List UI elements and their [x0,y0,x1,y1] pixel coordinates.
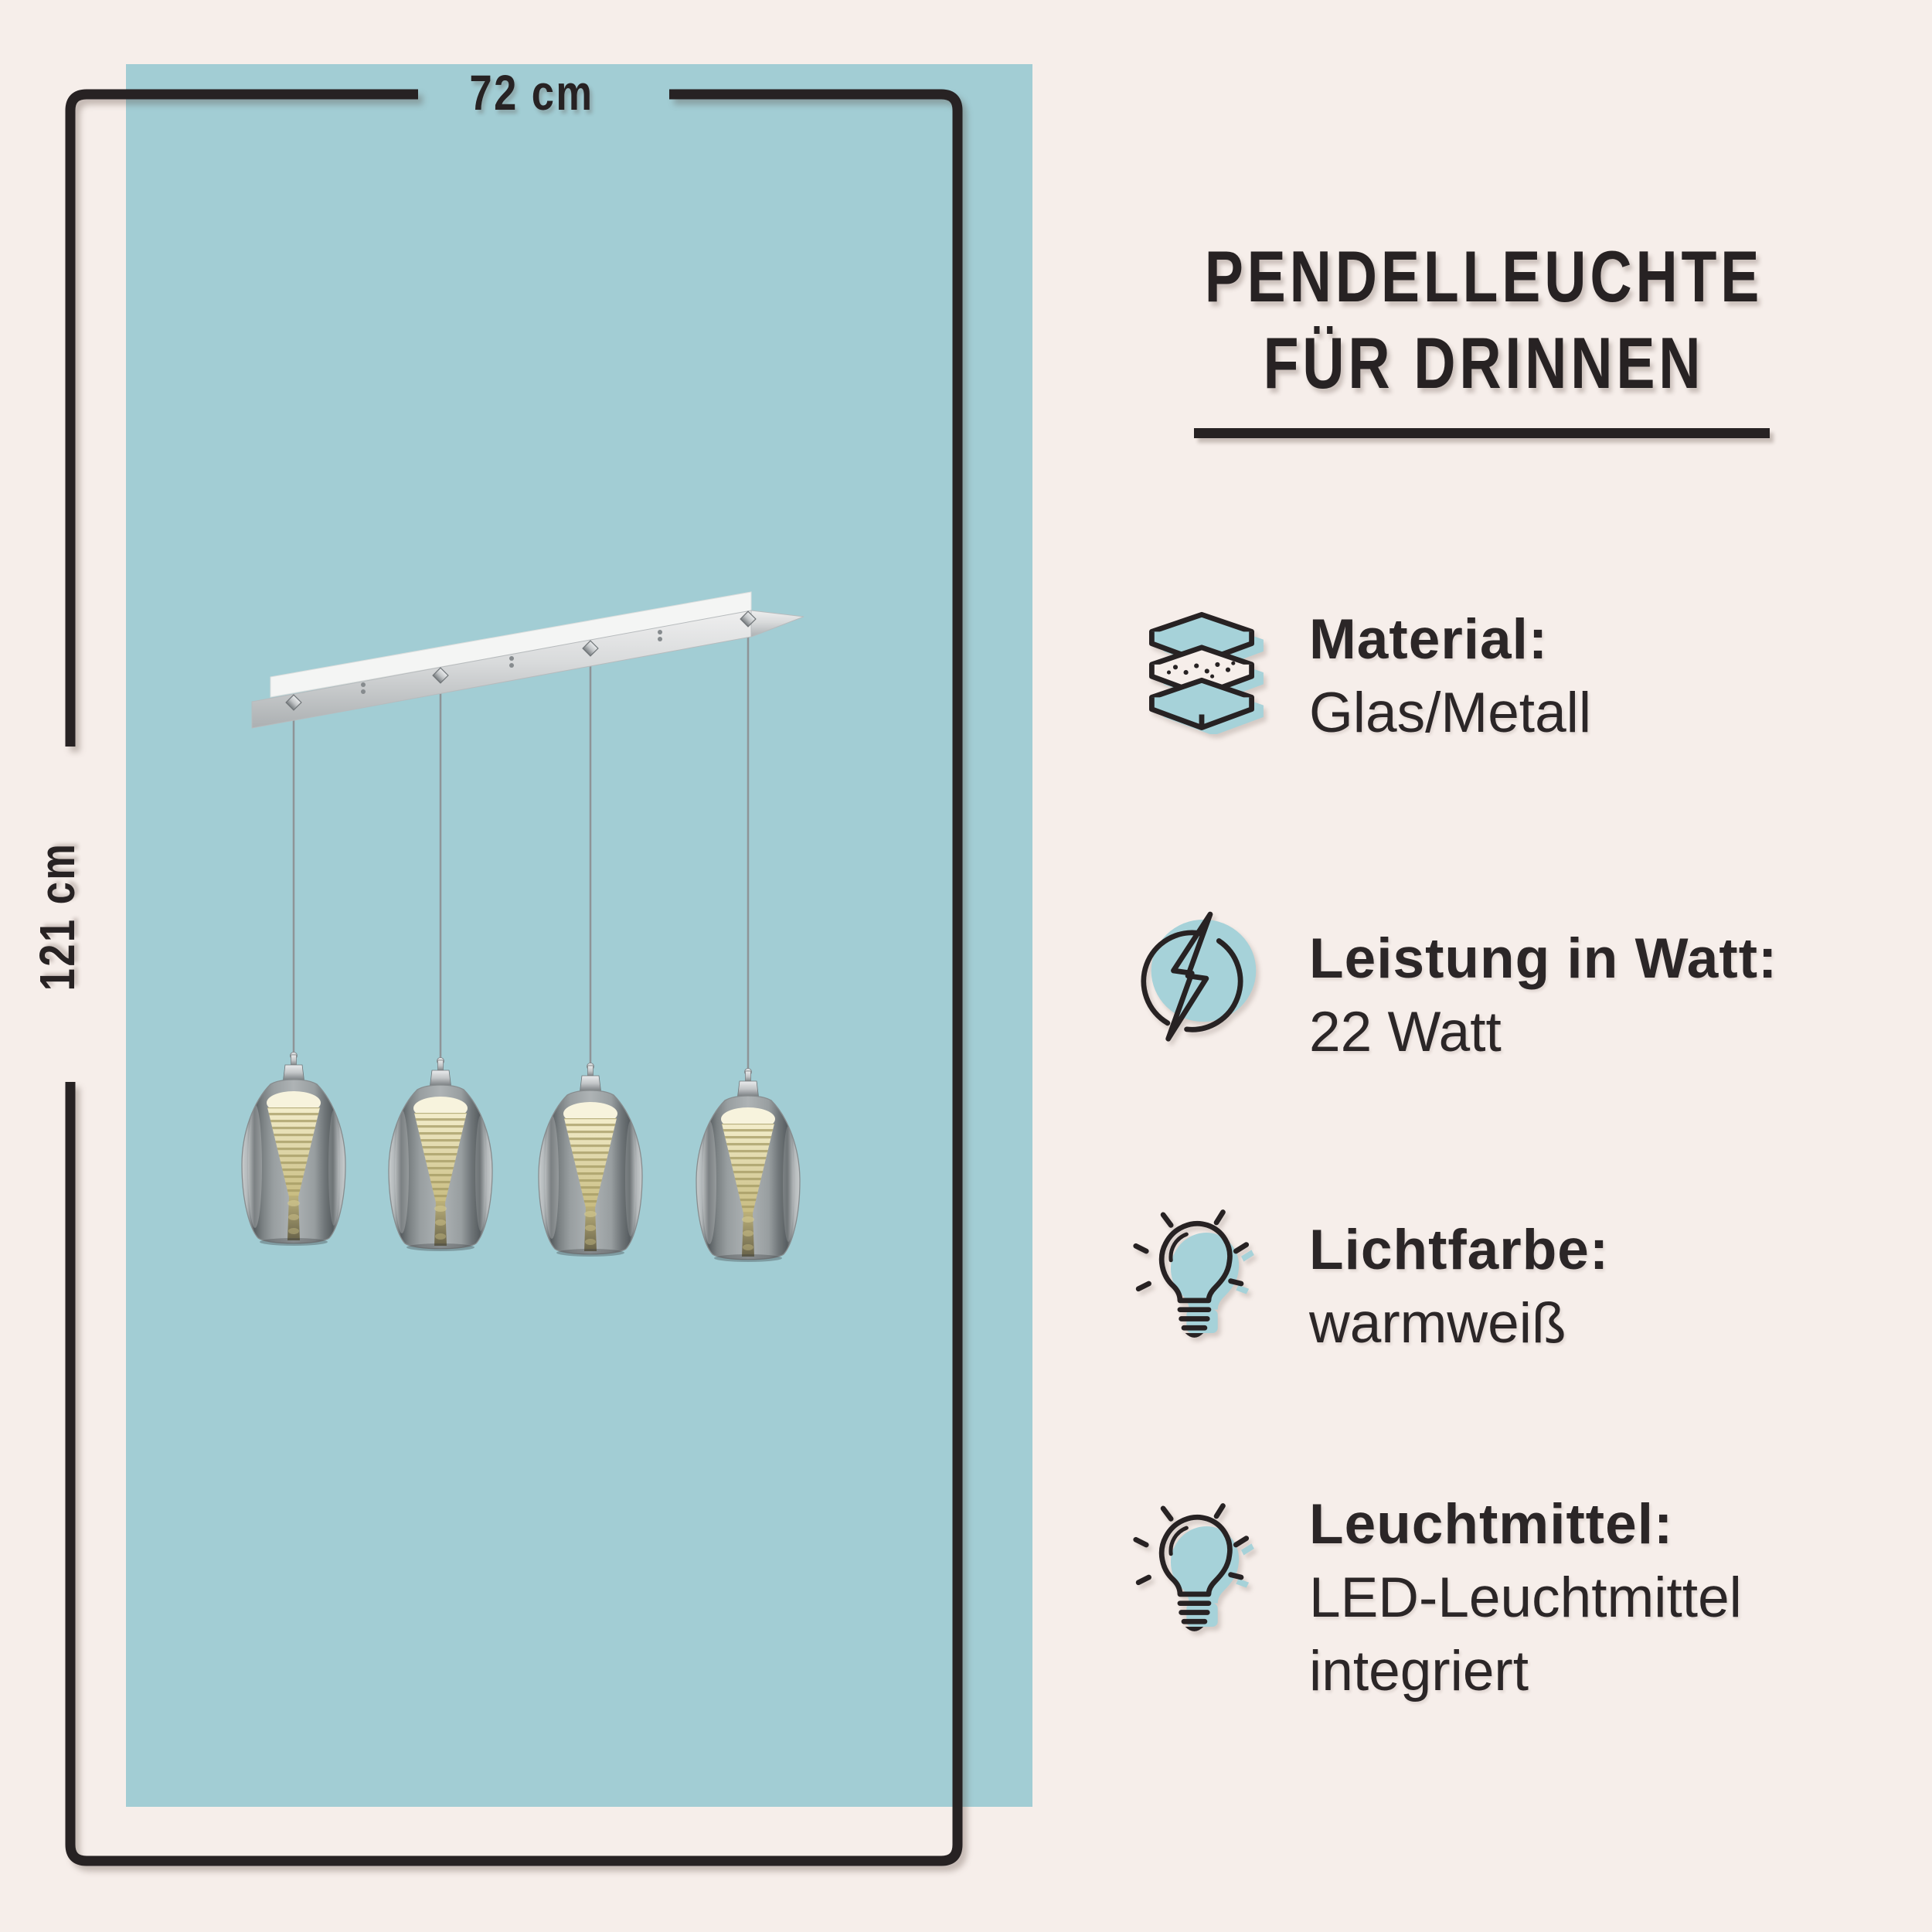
feature-wattage-label: Leistung in Watt: [1309,927,1778,990]
feature-wattage: Leistung in Watt: 22 Watt [1309,922,1777,1069]
feature-light-color: Lichtfarbe: warmweiß [1309,1213,1609,1360]
width-dimension-label: 72 cm [469,65,594,121]
feature-wattage-value: 22 Watt [1309,1001,1502,1063]
bulb-icon [1133,1503,1254,1631]
feature-material-value: Glas/Metall [1309,682,1592,744]
bulb-icon [1133,1209,1254,1338]
height-dimension-label: 121 cm [29,842,85,992]
lightning-icon [1141,911,1257,1042]
product-image-background [126,64,1032,1807]
feature-material: Material: Glas/Metall [1309,603,1591,750]
layers-icon [1149,611,1264,734]
feature-bulb-type: Leuchtmittel: LED-Leuchtmittel integrier… [1309,1488,1742,1708]
feature-bulb-type-label: Leuchtmittel: [1309,1493,1674,1556]
page-title-line2: FÜR DRINNEN [1263,322,1705,403]
title-underline [1194,428,1770,438]
feature-light-color-label: Lichtfarbe: [1309,1219,1610,1281]
feature-light-color-value: warmweiß [1309,1292,1566,1355]
page-title: PENDELLEUCHTE FÜR DRINNEN [1193,233,1774,406]
page-title-line1: PENDELLEUCHTE [1204,236,1764,317]
feature-bulb-type-value: LED-Leuchtmittel integriert [1309,1566,1742,1702]
feature-material-label: Material: [1309,608,1549,671]
